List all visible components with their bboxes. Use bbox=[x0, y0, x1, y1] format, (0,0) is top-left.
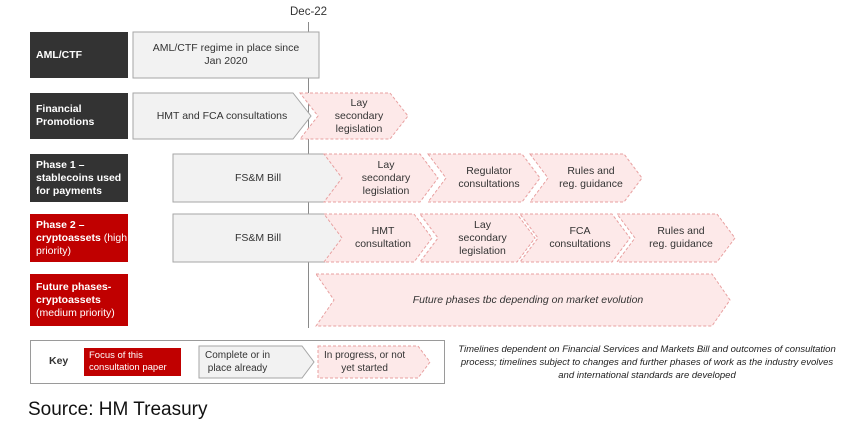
row-label-text: Future phases- cryptoassets (medium prio… bbox=[36, 281, 115, 320]
row-3-step-2: Lay secondary legislation bbox=[323, 153, 439, 203]
row-3-step-3-shape bbox=[427, 153, 541, 203]
row-3-step-4-label: Rules and reg. guidance bbox=[559, 165, 623, 190]
row-3-step-4: Rules and reg. guidance bbox=[529, 153, 643, 203]
row-label-3: Phase 1 – stablecoins used for payments bbox=[30, 154, 128, 202]
row-label-text: Financial Promotions bbox=[36, 103, 94, 129]
row-3-step-1: FS&M Bill bbox=[172, 153, 344, 203]
row-4-step-2-shape bbox=[323, 213, 433, 263]
row-label-sub: (high priority) bbox=[36, 231, 128, 257]
row-2-step-1: HMT and FCA consultations bbox=[132, 92, 312, 140]
key-in-progress-item-shape bbox=[317, 345, 431, 379]
row-label-4: Phase 2 – cryptoassets (high priority) bbox=[30, 214, 128, 262]
key-in-progress-item: In progress, or not yet started bbox=[317, 345, 431, 379]
row-4-step-2-label: HMT consultation bbox=[354, 225, 412, 250]
row-label-text: Phase 1 – stablecoins used for payments bbox=[36, 159, 121, 198]
row-4-step-4: FCA consultations bbox=[519, 213, 631, 263]
row-label-sub: (medium priority) bbox=[36, 306, 115, 319]
row-2-step-2-shape bbox=[298, 92, 409, 140]
row-4-step-3-label: Lay secondary legislation bbox=[458, 218, 507, 257]
row-4-step-2: HMT consultation bbox=[323, 213, 433, 263]
row-4-step-1: FS&M Bill bbox=[172, 213, 344, 263]
row-5-step-1-label: Future phases tbc depending on market ev… bbox=[412, 293, 644, 306]
row-1-step-1-shape bbox=[132, 31, 320, 79]
key-in-progress-item-label: In progress, or not yet started bbox=[324, 350, 406, 374]
row-4-step-5: Rules and reg. guidance bbox=[616, 213, 736, 263]
row-label-main: Phase 2 – cryptoassets bbox=[36, 218, 101, 244]
row-4-step-3: Lay secondary legislation bbox=[419, 213, 536, 263]
legend-key: Key Focus of this consultation paper Com… bbox=[30, 340, 445, 384]
row-2-step-2-label: Lay secondary legislation bbox=[334, 96, 384, 135]
row-4-step-4-label: FCA consultations bbox=[549, 225, 611, 250]
timeline-marker-label: Dec-22 bbox=[290, 6, 328, 18]
row-1-step-1: AML/CTF regime in place since Jan 2020 bbox=[132, 31, 320, 79]
row-label-main: AML/CTF bbox=[36, 48, 83, 61]
row-label-2: Financial Promotions bbox=[30, 93, 128, 139]
row-4-step-5-shape bbox=[616, 213, 736, 263]
row-label-main: Phase 1 – stablecoins used for payments bbox=[36, 158, 122, 197]
row-1-step-1-label: AML/CTF regime in place since Jan 2020 bbox=[152, 42, 300, 67]
row-3-step-2-label: Lay secondary legislation bbox=[361, 158, 411, 197]
row-label-main: Financial Promotions bbox=[36, 103, 95, 128]
row-4-step-5-label: Rules and reg. guidance bbox=[649, 225, 713, 250]
row-3-step-3-label: Regulator consultations bbox=[458, 165, 520, 190]
row-2-step-2: Lay secondary legislation bbox=[298, 92, 409, 140]
row-3-step-2-shape bbox=[323, 153, 439, 203]
row-5-step-1-shape bbox=[315, 273, 731, 327]
key-focus-item: Focus of this consultation paper bbox=[84, 348, 181, 376]
row-4-step-4-shape bbox=[519, 213, 631, 263]
row-label-main: Future phases- cryptoassets bbox=[36, 280, 112, 306]
row-label-text: Phase 2 – cryptoassets (high priority) bbox=[36, 219, 127, 258]
row-2-step-1-shape bbox=[132, 92, 312, 140]
row-3-step-1-label: FS&M Bill bbox=[234, 171, 282, 184]
row-4-step-1-label: FS&M Bill bbox=[234, 231, 282, 244]
timeline-note: Timelines dependent on Financial Service… bbox=[458, 344, 836, 381]
row-label-text: AML/CTF bbox=[36, 49, 82, 62]
row-3-step-3: Regulator consultations bbox=[427, 153, 541, 203]
key-complete-item-shape bbox=[198, 345, 315, 379]
row-4-step-3-shape bbox=[419, 213, 536, 263]
key-complete-item-label: Complete or in place already bbox=[205, 350, 271, 374]
row-3-step-4-shape bbox=[529, 153, 643, 203]
row-label-1: AML/CTF bbox=[30, 32, 128, 78]
row-5-step-1: Future phases tbc depending on market ev… bbox=[315, 273, 731, 327]
source-credit: Source: HM Treasury bbox=[28, 399, 208, 420]
row-label-5: Future phases- cryptoassets (medium prio… bbox=[30, 274, 128, 326]
key-title: Key bbox=[49, 355, 69, 367]
row-2-step-1-label: HMT and FCA consultations bbox=[156, 109, 288, 122]
key-complete-item: Complete or in place already bbox=[198, 345, 315, 379]
